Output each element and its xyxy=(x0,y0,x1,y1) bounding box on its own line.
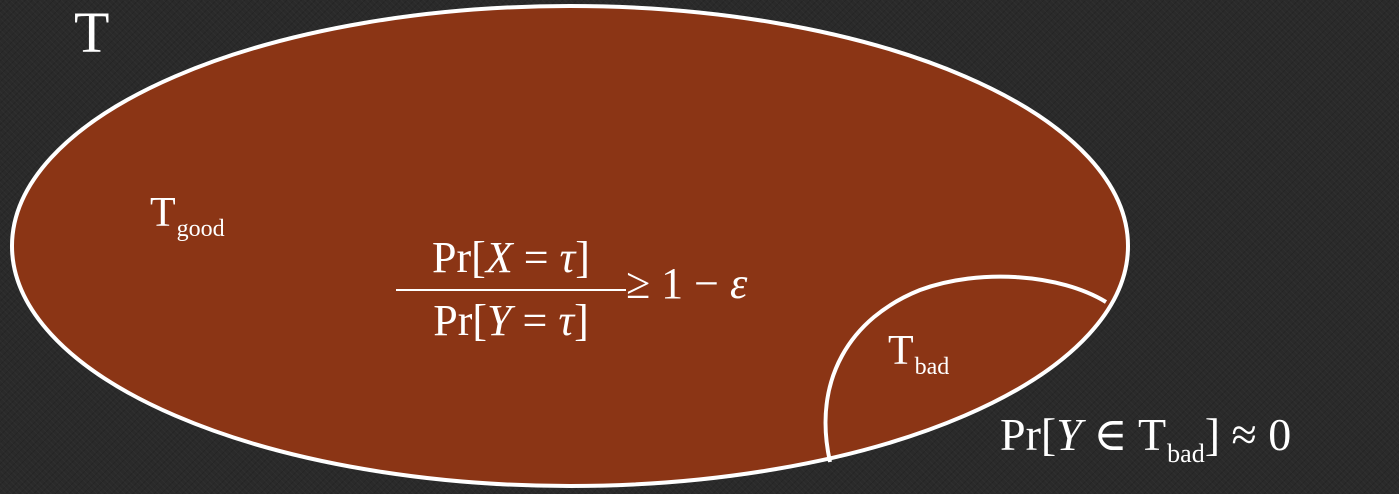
bad-probability-formula: Pr[Y ∈ Tbad] ≈ 0 xyxy=(1000,409,1292,468)
outer-set-ellipse xyxy=(10,4,1130,488)
ratio-denominator: Pr[Y = τ] xyxy=(433,296,589,345)
outer-set-label: T xyxy=(74,0,110,65)
good-subset-label: Tgood xyxy=(150,190,225,241)
good-subset-label-base: T xyxy=(150,190,176,236)
bad-subset-label-sub: bad xyxy=(914,354,950,380)
fraction-bar xyxy=(396,289,626,291)
ratio-numerator: Pr[X = τ] xyxy=(432,233,590,282)
bad-subset-boundary xyxy=(823,274,1108,463)
ratio-rhs: ≥ 1 − ε xyxy=(626,259,748,308)
good-subset-label-sub: good xyxy=(176,216,225,242)
bad-subset-label: Tbad xyxy=(888,328,949,379)
bad-subset-label-base: T xyxy=(888,328,914,374)
ratio-fraction: Pr[X = τ] Pr[Y = τ] xyxy=(396,232,626,346)
